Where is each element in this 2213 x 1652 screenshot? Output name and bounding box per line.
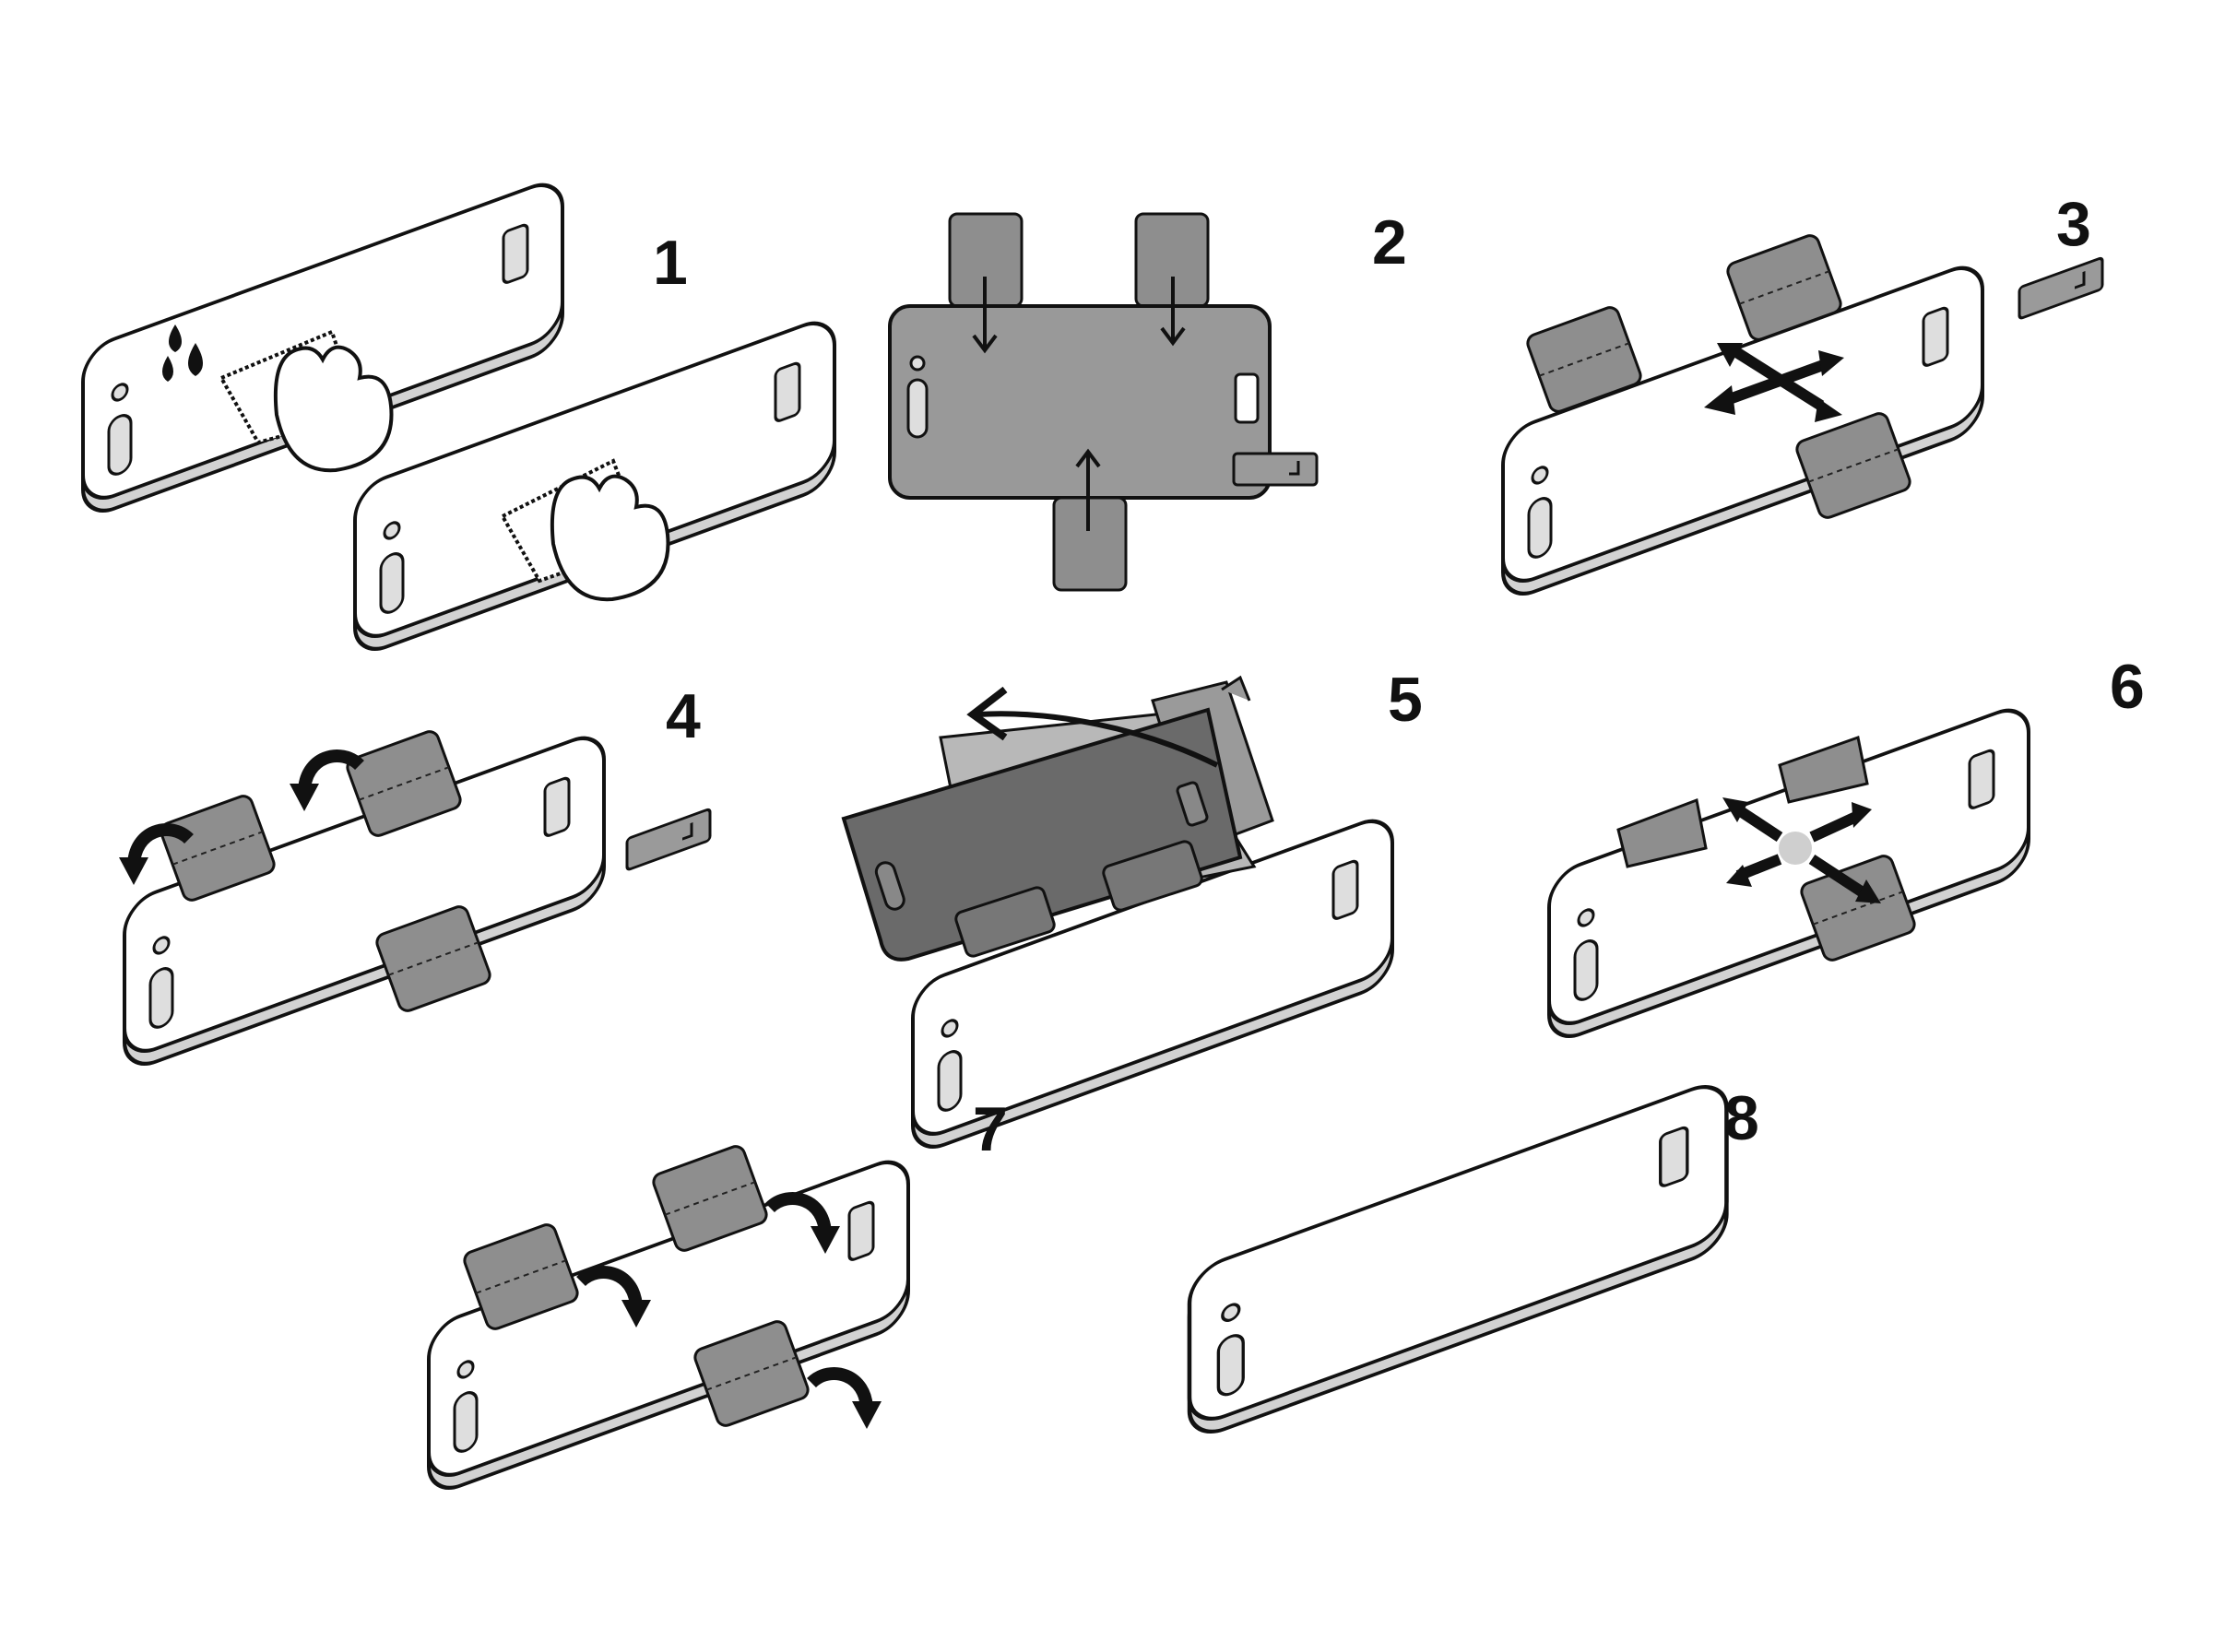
step-4-panel: 4 [119,681,712,1073]
cloth-hand-icon [500,458,670,602]
step-6-panel: 6 [1549,652,2145,1045]
curved-arrow-icon [290,756,360,811]
step-number: 3 [2056,189,2091,259]
peel-arrow-icon [966,686,1219,768]
water-drop-icon [162,324,203,382]
step-3-panel: 3 [1503,189,2104,603]
arrow-down-icon [972,277,1186,354]
curved-arrow-icon [811,1374,882,1429]
screen-protector-film [888,304,1272,500]
step-2-panel: 2 [888,207,1407,592]
arrow-up-icon [1075,448,1101,531]
step-number: 7 [973,1094,1008,1164]
step-number: 5 [1388,665,1423,735]
step-number: 8 [1724,1083,1759,1153]
cloth-hand-icon [219,329,394,473]
step-5-panel: 5 [841,665,1423,1156]
step-8-panel: 8 [1189,1077,1759,1442]
step-number: 2 [1372,207,1407,277]
step-number: 6 [2110,652,2145,722]
move-arrows-icon [1722,797,1881,903]
step-number: 4 [666,681,701,751]
step-7-panel: 7 [429,1094,1008,1497]
move-arrows-icon [1704,343,1844,422]
step-number: 1 [653,228,688,298]
step-1-panel: 1 [83,176,834,658]
